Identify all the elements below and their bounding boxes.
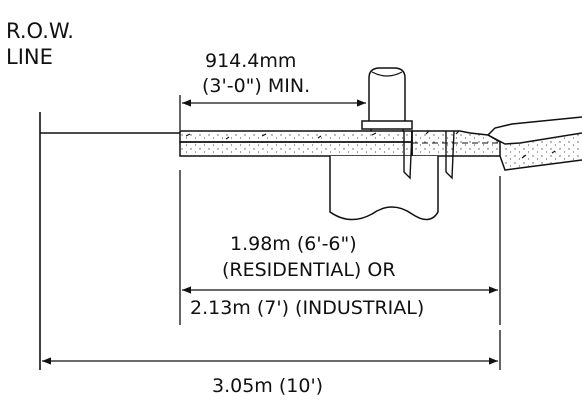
- anchor-bolts: [403, 130, 455, 180]
- dim-residential-1: 1.98m (6'-6"): [230, 233, 357, 255]
- footing: [329, 156, 439, 221]
- sidewalk-slab: [179, 130, 413, 157]
- post: [361, 67, 413, 131]
- dim-industrial: 2.13m (7') (INDUSTRIAL): [190, 297, 424, 319]
- dim-min-metric: 914.4mm: [205, 50, 296, 72]
- row-label-line1: R.O.W.: [6, 19, 74, 43]
- road-pavement: [487, 116, 582, 171]
- row-label-line2: LINE: [6, 45, 53, 69]
- dim-residential-2: (RESIDENTIAL) OR: [222, 259, 396, 281]
- curb-gutter: [411, 130, 501, 157]
- dim-min-imperial: (3'-0") MIN.: [202, 75, 310, 97]
- dim-total: 3.05m (10'): [212, 375, 323, 397]
